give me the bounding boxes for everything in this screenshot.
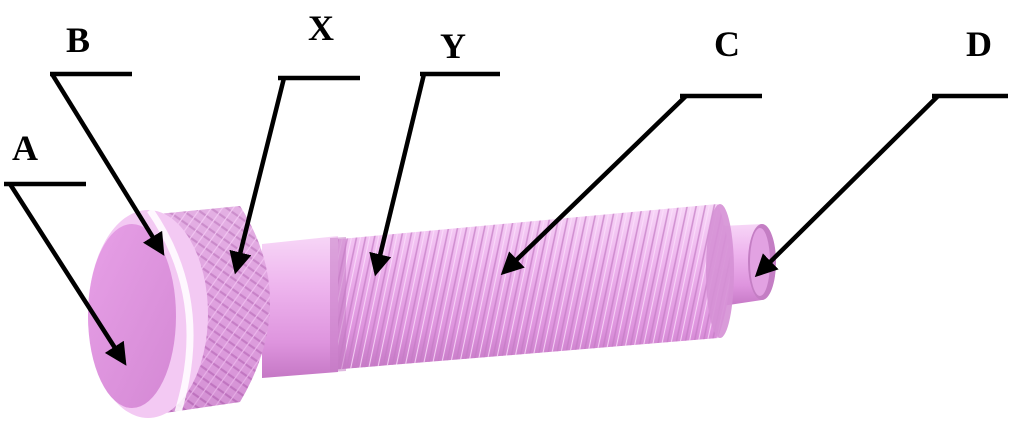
callout-b-arrow	[50, 72, 165, 256]
callout-y-arrow	[369, 73, 427, 277]
callout-c-arrow	[500, 94, 688, 276]
threaded-section	[330, 204, 734, 370]
label-x: X	[308, 8, 334, 48]
label-c: C	[714, 24, 740, 64]
label-a: A	[12, 128, 38, 168]
callout-a: A	[4, 128, 127, 366]
head-end-face	[88, 224, 176, 408]
callout-c: C	[500, 24, 762, 276]
callout-y: Y	[369, 26, 500, 277]
bolt-part	[88, 204, 776, 418]
callout-d-arrow	[754, 94, 940, 278]
end-pin	[722, 224, 776, 306]
label-d: D	[966, 24, 992, 64]
callout-x: X	[229, 8, 360, 275]
callout-b: B	[50, 20, 165, 256]
label-y: Y	[440, 26, 466, 66]
callout-a-arrow	[8, 182, 127, 366]
label-b: B	[66, 20, 90, 60]
callout-x-arrow	[229, 77, 287, 275]
callout-d: D	[754, 24, 1008, 278]
plain-shank	[262, 236, 346, 378]
